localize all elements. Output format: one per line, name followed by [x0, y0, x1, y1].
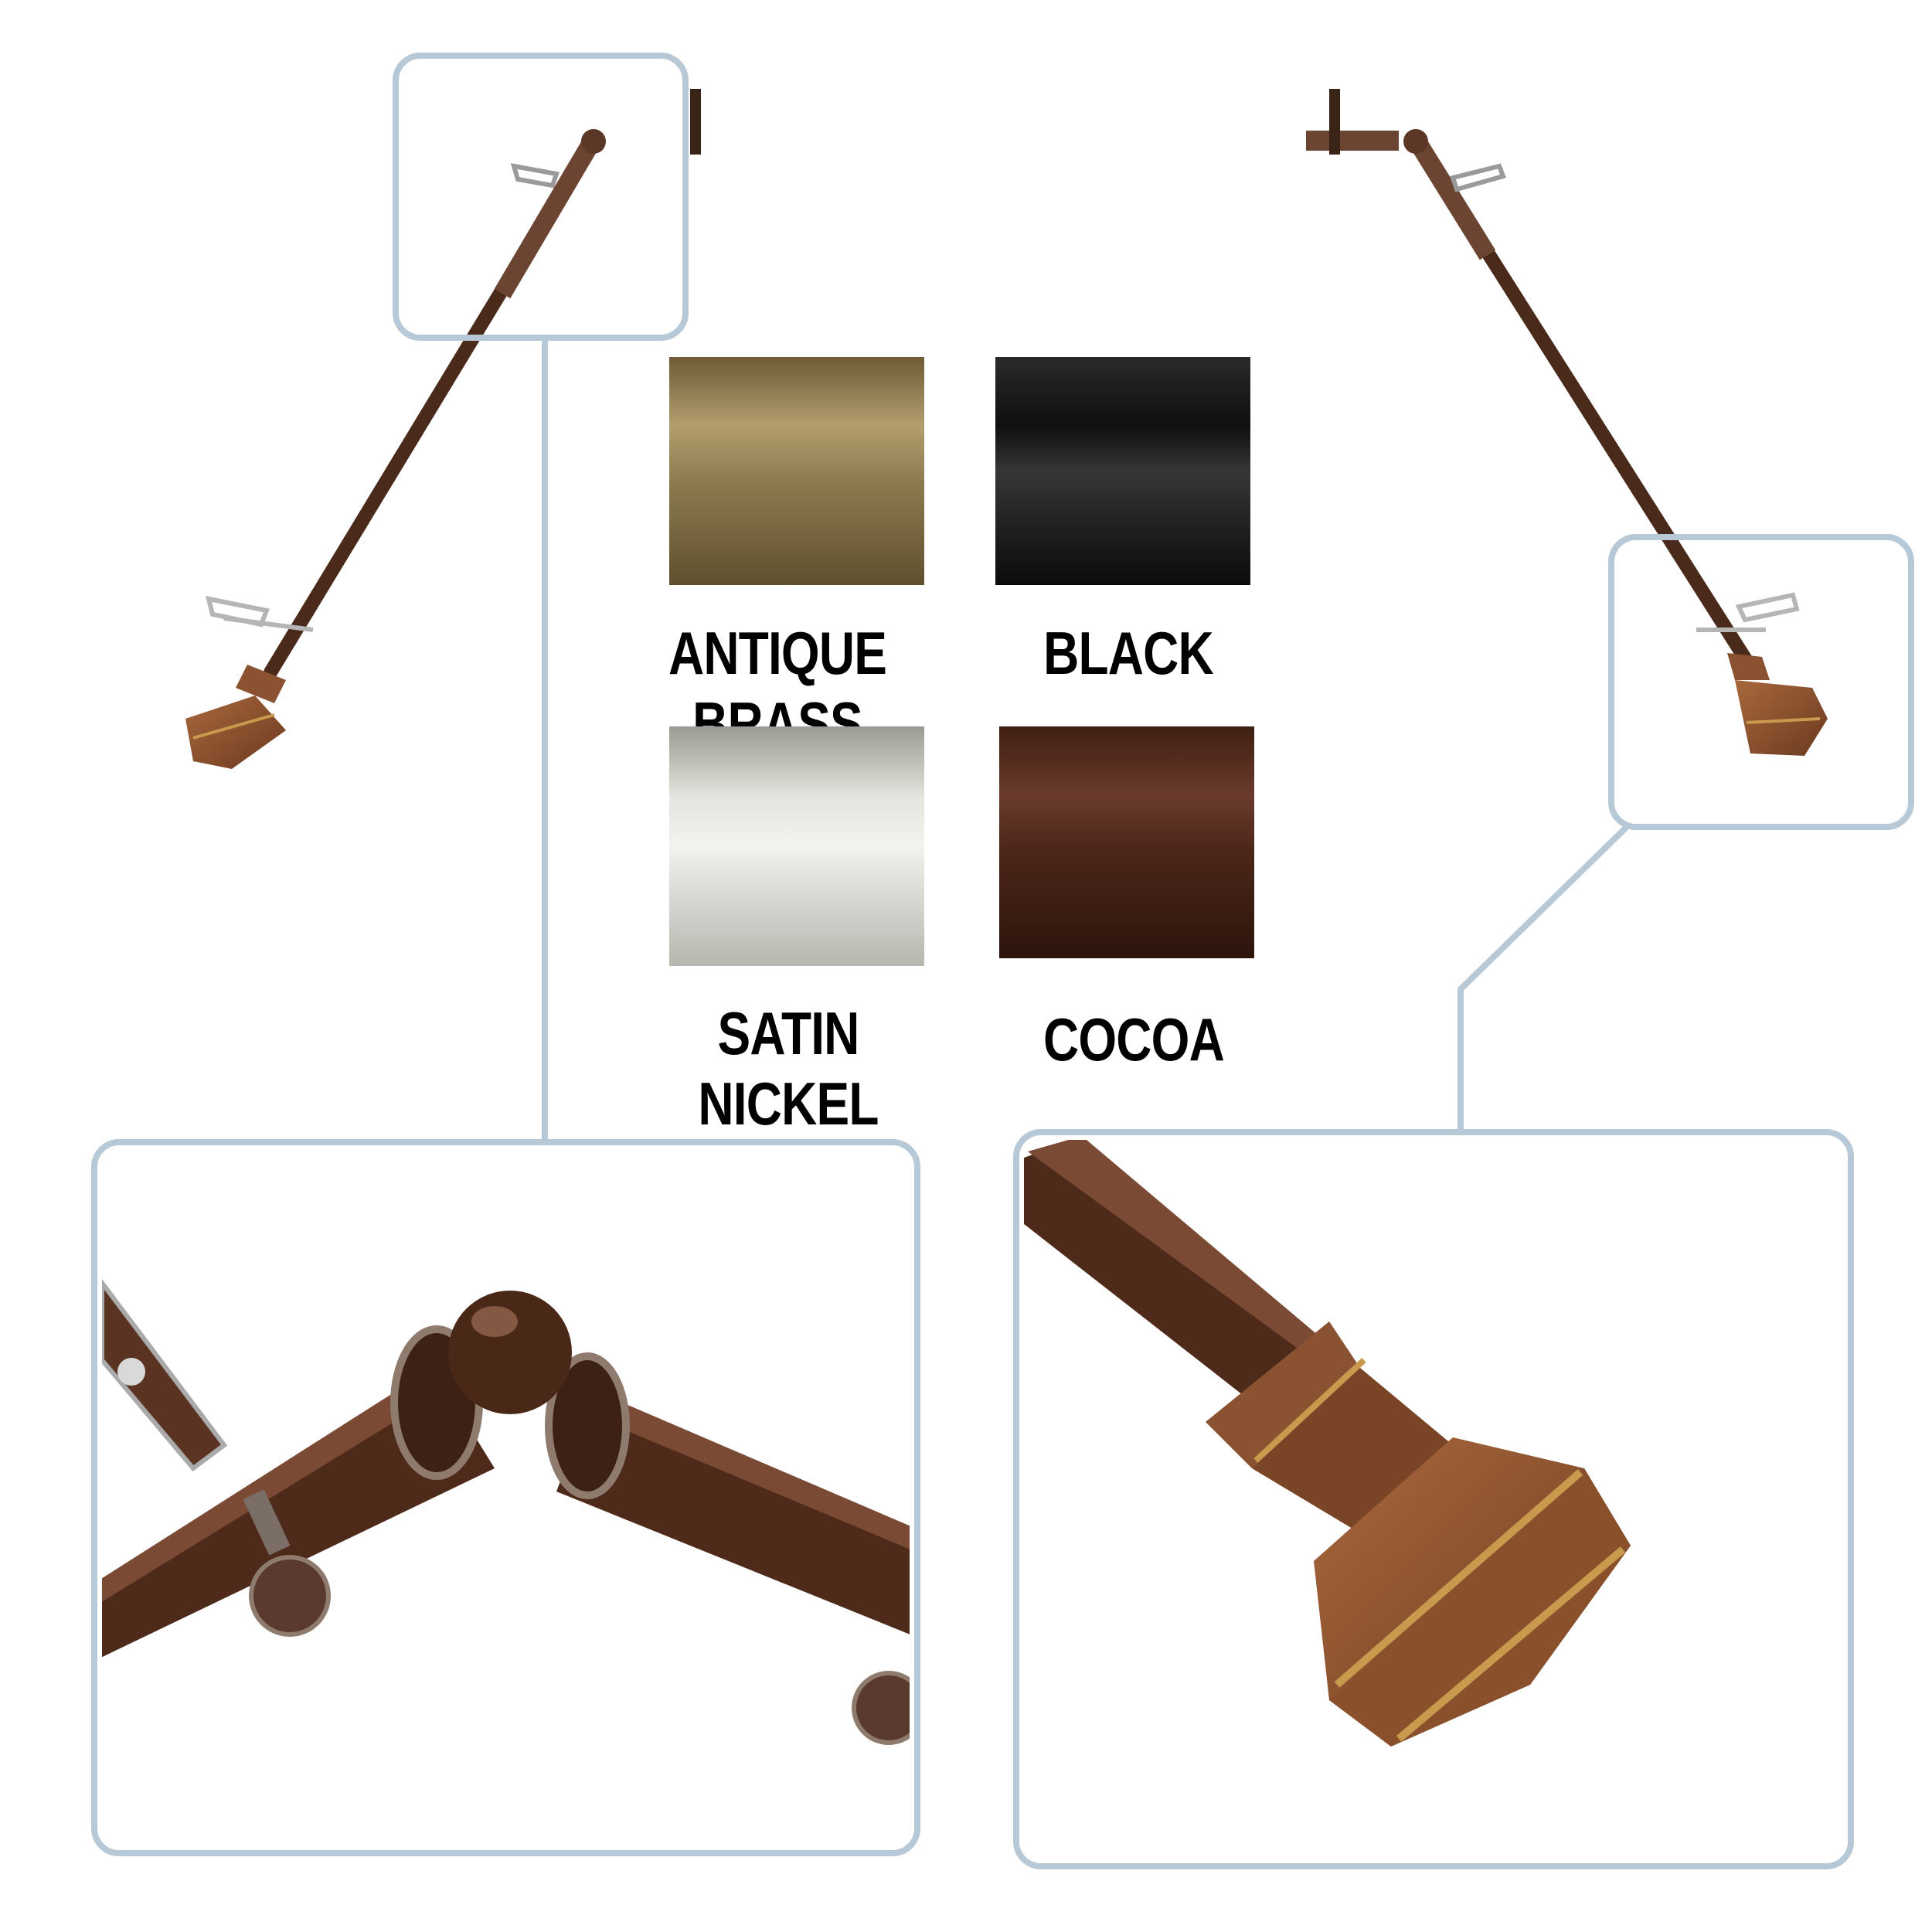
- swatch-cocoa: [999, 726, 1254, 958]
- right-finial: [1727, 653, 1828, 756]
- label-satin-nickel: SATIN NICKEL: [698, 999, 879, 1138]
- swatch-satin-nickel: [669, 726, 924, 966]
- detail-panel-elbow: [91, 1139, 920, 1856]
- swatch-black: [995, 357, 1250, 585]
- connector-line-finial: [1458, 825, 1629, 1130]
- bracket-left-top: [510, 163, 560, 189]
- right-elbow-joint: [1403, 129, 1428, 154]
- swatch-antique-brass: [669, 357, 924, 585]
- bracket-center-left: [690, 89, 701, 155]
- left-finial: [185, 665, 286, 769]
- callout-box-finial: [1608, 534, 1914, 830]
- callout-box-elbow: [393, 53, 689, 341]
- label-cocoa: COCOA: [1043, 1005, 1225, 1073]
- bracket-right-bottom: [1696, 592, 1800, 632]
- left-rod: [264, 136, 600, 679]
- left-elbow-joint: [581, 129, 606, 154]
- elbow-closeup: [102, 1276, 910, 1745]
- bracket-center-right: [1329, 89, 1340, 155]
- right-rod: [1410, 136, 1753, 668]
- finial-closeup: [1024, 1140, 1631, 1747]
- bracket-left-bottom: [205, 596, 314, 632]
- label-black: BLACK: [1043, 619, 1214, 687]
- bracket-right-top: [1450, 163, 1506, 192]
